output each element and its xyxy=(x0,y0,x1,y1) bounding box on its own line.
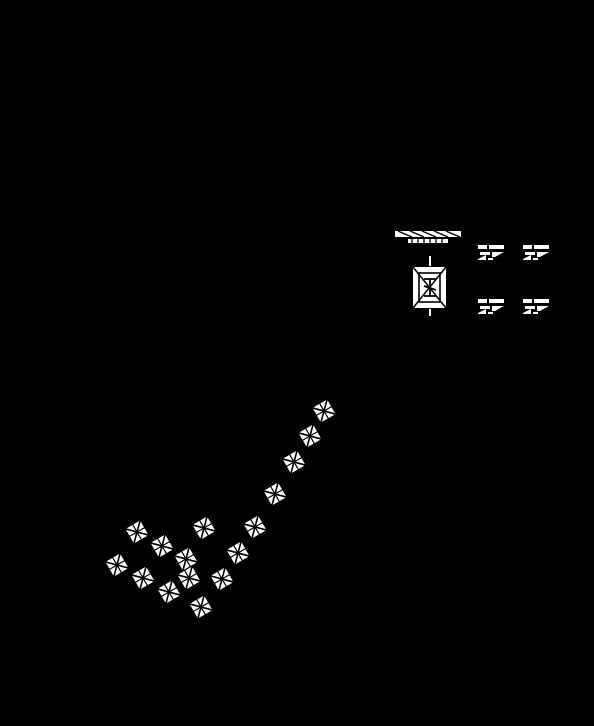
tile-icon xyxy=(224,539,252,567)
tile-icon xyxy=(280,448,308,476)
tile-icon xyxy=(208,565,236,593)
upper-right-element-block xyxy=(395,230,549,316)
tile-icon xyxy=(155,578,183,606)
element-icon xyxy=(478,299,504,314)
tile-icon xyxy=(129,564,157,592)
tile-icon xyxy=(172,545,200,573)
tile-icon xyxy=(123,518,151,546)
tile-icon xyxy=(241,513,269,541)
tile-icon xyxy=(187,593,215,621)
diagonal-tile-chain xyxy=(187,397,338,621)
top-hatched-bar xyxy=(395,230,461,243)
tile-icon xyxy=(296,422,324,450)
vertical-hatched-element xyxy=(412,256,447,316)
element-icon xyxy=(523,245,549,260)
tile-icon xyxy=(103,551,131,579)
tile-icon xyxy=(175,564,203,592)
element-icon xyxy=(523,299,549,314)
lower-left-tile-cluster xyxy=(103,514,218,606)
element-icon xyxy=(478,245,504,260)
tile-icon xyxy=(190,514,218,542)
tile-icon xyxy=(148,532,176,560)
tile-icon xyxy=(310,397,338,425)
tile-icon xyxy=(261,480,289,508)
